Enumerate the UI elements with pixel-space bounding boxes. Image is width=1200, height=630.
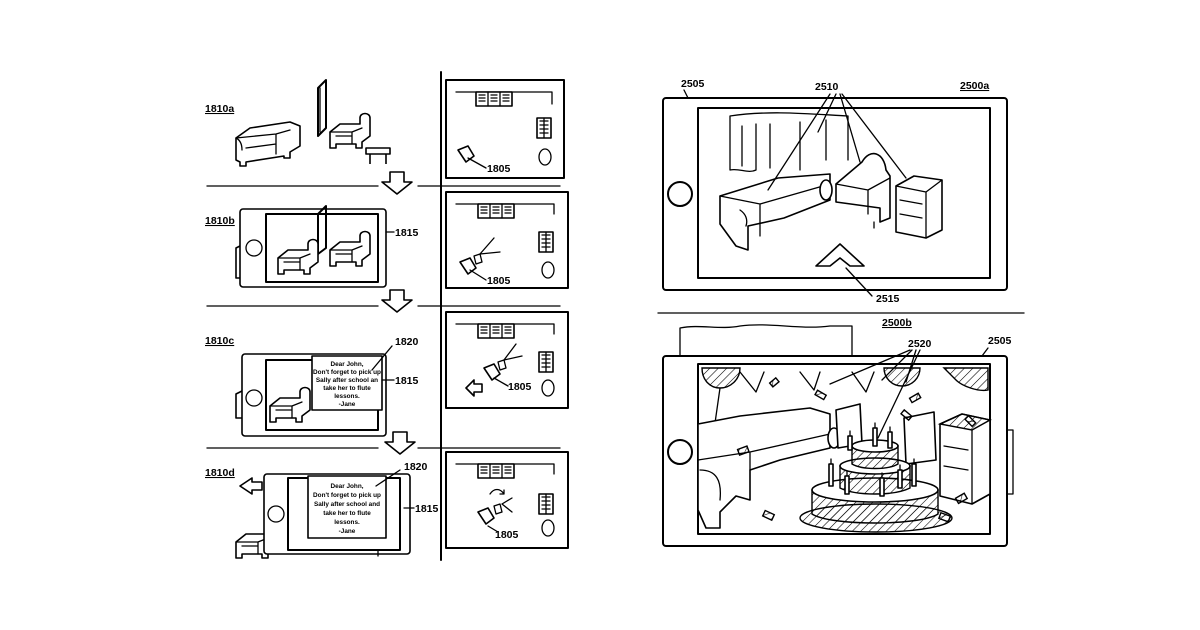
step-arrow-3 — [385, 432, 415, 454]
note-c-line: Don't forget to pick up — [313, 369, 381, 376]
home-button — [668, 182, 692, 206]
label-marker: 2515 — [876, 293, 900, 305]
note-d-line: take her to flute — [323, 510, 371, 517]
floorplan-c: 1805 — [446, 312, 568, 408]
label-device-a: 1805 — [487, 163, 511, 175]
note-d-line: Dear John, — [330, 483, 363, 490]
step-arrow-2 — [382, 290, 412, 312]
room-scene-a — [236, 80, 390, 166]
left-figure: 1810a 1805 1810b — [205, 72, 568, 560]
label-objects: 2510 — [815, 81, 839, 93]
note-d-line: Sally after school and — [314, 501, 380, 508]
note-c-line: Sally after school an — [316, 377, 378, 384]
floorplan-d: 1805 — [446, 452, 568, 548]
label-step-c: 1810c — [205, 335, 234, 347]
figure-2500b: 2500b 2505 — [663, 317, 1013, 546]
label-decor: 2520 — [908, 338, 932, 350]
move-arrow-icon — [240, 478, 262, 494]
label-phone-a: 2505 — [681, 78, 705, 90]
label-note-c: 1820 — [395, 336, 419, 348]
label-step-a: 1810a — [205, 103, 234, 115]
note-c-line: lessons. — [334, 393, 360, 400]
label-device-d: 1805 — [495, 529, 519, 541]
floorplan-b: 1805 — [446, 192, 568, 288]
marker-icon — [816, 244, 864, 266]
phone-b: 1815 — [236, 206, 419, 287]
home-button — [668, 440, 692, 464]
label-phone-b: 2505 — [988, 335, 1012, 347]
label-device-b: 1805 — [487, 275, 511, 287]
floorplan-a: 1805 — [446, 80, 564, 178]
phone-d: Dear John, Don't forget to pick up Sally… — [236, 461, 439, 558]
label-display-d: 1815 — [415, 503, 439, 515]
label-display-c: 1815 — [395, 375, 419, 387]
phone-c: Dear John, Don't forget to pick up Sally… — [236, 336, 419, 436]
label-step-b: 1810b — [205, 215, 235, 227]
note-d-line: lessons. — [334, 519, 360, 526]
note-d-line: -Jane — [339, 528, 356, 535]
label-fig-a: 2500a — [960, 80, 989, 92]
label-note-d: 1820 — [404, 461, 428, 473]
step-arrow-1 — [382, 172, 412, 194]
note-c-line: take her to flute — [323, 385, 371, 392]
label-display-b: 1815 — [395, 227, 419, 239]
label-fig-b: 2500b — [882, 317, 912, 329]
note-c-line: Dear John, — [330, 361, 363, 368]
label-step-d: 1810d — [205, 467, 235, 479]
move-arrow-icon — [466, 380, 482, 396]
figure-2500a: 2505 2500a 2515 2510 — [663, 78, 1007, 305]
note-d-line: Don't forget to pick up — [313, 492, 381, 499]
note-c-line: -Jane — [339, 401, 356, 408]
label-device-c: 1805 — [508, 381, 532, 393]
